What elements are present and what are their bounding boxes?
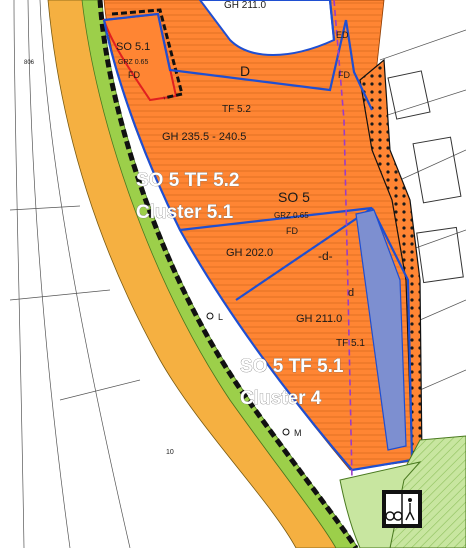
marker-ed: ED FD [336,30,350,80]
svg-text:SO 5 TF 5.2: SO 5 TF 5.2 [136,170,239,191]
so51-black-frame [111,8,184,100]
svg-text:ED: ED [336,30,349,40]
svg-text:SO 5: SO 5 [278,189,310,205]
so5-label: SO 5 GRZ 0.65 FD [274,189,310,236]
svg-text:SO 5 TF 5.1: SO 5 TF 5.1 [240,356,344,377]
gh-upper-label: GH 235.5 - 240.5 [162,131,246,143]
bike-pedestrian-sign-icon [382,490,422,528]
cluster-upper-label: SO 5 TF 5.2 Cluster 5.1 [136,170,240,224]
gh-lower-label: GH 211.0 [296,313,342,325]
svg-text:FD: FD [286,226,298,236]
marker-m: M [282,428,302,438]
svg-text:FD: FD [338,70,350,80]
svg-text:SO 5.1: SO 5.1 [116,41,150,53]
zone-d-small: d [348,287,354,299]
svg-text:L: L [218,312,223,322]
marker-l: L [206,312,223,322]
left-edge-number: 806 [24,60,35,66]
tf51-label: TF 5.1 [336,338,365,349]
svg-text:M: M [294,428,302,438]
top-cutout [198,0,336,56]
background-linework [9,0,466,548]
purple-dashed-line [333,0,353,481]
svg-text:Cluster 4: Cluster 4 [240,388,322,409]
blue-strip [355,209,407,451]
road-number: 10 [166,449,174,456]
so51-label: SO 5.1 GRZ 0.65 FD [116,41,150,80]
cluster-lower-label: SO 5 TF 5.1 Cluster 4 [240,356,345,410]
svg-text:FD: FD [128,70,140,80]
gh-mid-label: GH 202.0 [226,247,273,259]
svg-text:GRZ 0.65: GRZ 0.65 [274,211,309,220]
gh-top-label: GH 211.0 [224,0,266,11]
tf52-label: TF 5.2 [222,104,251,115]
zone-d-mid: -d- [318,249,333,263]
buildings-right [387,70,464,284]
so51-block [102,12,178,102]
svg-text:Cluster 5.1: Cluster 5.1 [136,202,234,223]
blue-boundaries [102,0,414,472]
zone-d-upper: D [240,63,250,79]
svg-text:GRZ 0.65: GRZ 0.65 [118,59,148,66]
